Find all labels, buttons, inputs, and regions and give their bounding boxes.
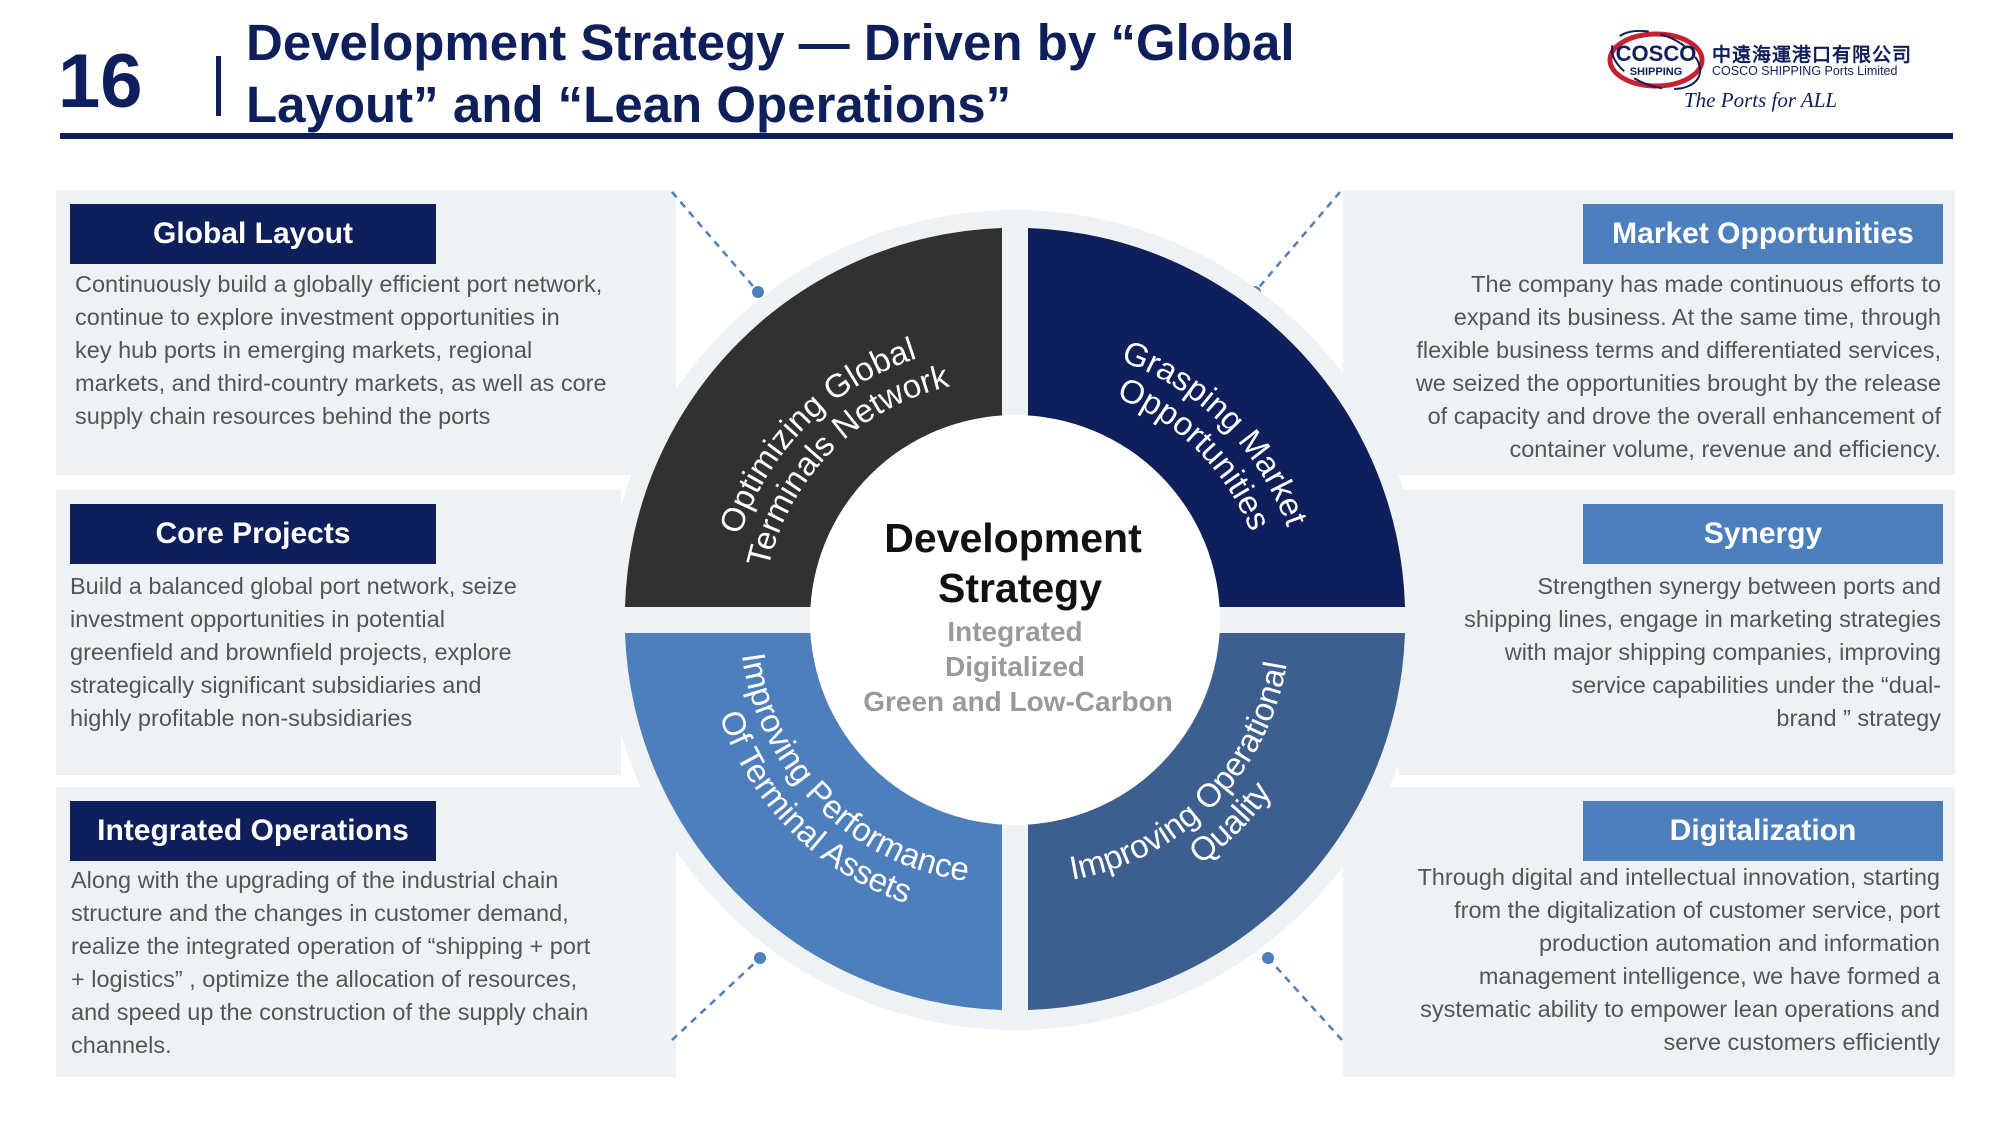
label-synergy: Synergy — [1583, 504, 1943, 564]
label-digitalization: Digitalization — [1583, 801, 1943, 861]
desc-line: service capabilities under the “dual- — [1571, 672, 1941, 698]
center-title-line-2: Strategy — [938, 565, 1102, 611]
logo-brand-bottom: SHIPPING — [1630, 66, 1683, 78]
panel-core-projects: Core Projects Build a balanced global po… — [56, 490, 621, 775]
company-logo: COSCO SHIPPING — [1600, 26, 1940, 126]
desc-line: we seized the opportunities brought by t… — [1415, 370, 1941, 396]
desc-line: flexible business terms and differentiat… — [1416, 337, 1941, 363]
title-line-1: Development Strategy — Driven by “Global — [246, 14, 1295, 71]
logo-tagline: The Ports for ALL — [1684, 88, 1838, 112]
desc-line: serve customers efficiently — [1663, 1029, 1940, 1055]
center-title-line-1: Development — [884, 515, 1142, 561]
desc-line: brand ” strategy — [1776, 705, 1941, 731]
desc-market-opportunities: The company has made continuous efforts … — [1343, 268, 1941, 466]
label-core-projects: Core Projects — [70, 504, 436, 564]
desc-line: continue to explore investment opportuni… — [75, 304, 560, 330]
desc-line: key hub ports in emerging markets, regio… — [75, 337, 533, 363]
desc-synergy: Strengthen synergy between ports and shi… — [1398, 570, 1941, 735]
center-sub-integrated: Integrated — [947, 616, 1082, 647]
desc-line: with major shipping companies, improving — [1504, 639, 1941, 665]
desc-line: supply chain resources behind the ports — [75, 403, 491, 429]
desc-digitalization: Through digital and intellectual innovat… — [1343, 861, 1940, 1059]
label-market-opportunities: Market Opportunities — [1583, 204, 1943, 264]
desc-line: greenfield and brownfield projects, expl… — [70, 639, 512, 665]
center-disc — [810, 415, 1220, 825]
center-sub-green-low-carbon: Green and Low-Carbon — [863, 686, 1173, 717]
desc-line: container volume, revenue and efficiency… — [1509, 436, 1941, 462]
desc-line: Through digital and intellectual innovat… — [1417, 864, 1940, 890]
title-separator — [216, 56, 221, 116]
label-integrated-operations: Integrated Operations — [70, 801, 436, 861]
panel-synergy: Synergy Strengthen synergy between ports… — [1398, 490, 1955, 775]
panel-market-opportunities: Market Opportunities The company has mad… — [1343, 190, 1955, 475]
cosco-emblem-icon: COSCO SHIPPING — [1607, 30, 1705, 91]
desc-core-projects: Build a balanced global port network, se… — [70, 570, 615, 735]
desc-line: systematic ability to empower lean opera… — [1420, 996, 1940, 1022]
desc-line: investment opportunities in potential — [70, 606, 445, 632]
logo-english-name: COSCO SHIPPING Ports Limited — [1712, 64, 1898, 78]
desc-line: structure and the changes in customer de… — [71, 900, 569, 926]
desc-line: from the digitalization of customer serv… — [1454, 897, 1940, 923]
desc-line: channels. — [71, 1032, 172, 1058]
desc-line: The company has made continuous efforts … — [1471, 271, 1941, 297]
strategy-wheel: Optimizing Global Terminals Network Gras… — [610, 210, 1425, 1030]
desc-line: shipping lines, engage in marketing stra… — [1464, 606, 1941, 632]
desc-line: realize the integrated operation of “shi… — [71, 933, 591, 959]
desc-line: highly profitable non-subsidiaries — [70, 705, 413, 731]
desc-line: Along with the upgrading of the industri… — [71, 867, 559, 893]
desc-line: management intelligence, we have formed … — [1478, 963, 1940, 989]
desc-line: + logistics” , optimize the allocation o… — [71, 966, 578, 992]
panel-integrated-operations: Integrated Operations Along with the upg… — [56, 787, 676, 1077]
title-line-2: Layout” and “Lean Operations” — [246, 76, 1012, 134]
desc-line: Build a balanced global port network, se… — [70, 573, 517, 599]
logo-chinese-name: 中遠海運港口有限公司 — [1712, 44, 1913, 66]
desc-line: Strengthen synergy between ports and — [1537, 573, 1941, 599]
desc-line: of capacity and drove the overall enhanc… — [1427, 403, 1941, 429]
desc-line: Continuously build a globally efficient … — [75, 271, 603, 297]
page-title: Development Strategy — Driven by “Global… — [246, 12, 1526, 136]
desc-line: markets, and third-country markets, as w… — [75, 370, 607, 396]
desc-line: production automation and information — [1538, 930, 1940, 956]
panel-digitalization: Digitalization Through digital and intel… — [1343, 787, 1955, 1077]
panel-global-layout: Global Layout Continuously build a globa… — [56, 190, 676, 475]
label-global-layout: Global Layout — [70, 204, 436, 264]
logo-brand-top: COSCO — [1616, 41, 1697, 66]
page-number: 16 — [58, 39, 143, 124]
desc-global-layout: Continuously build a globally efficient … — [75, 268, 675, 433]
desc-line: and speed up the construction of the sup… — [71, 999, 589, 1025]
desc-line: strategically significant subsidiaries a… — [70, 672, 482, 698]
center-sub-digitalized: Digitalized — [945, 651, 1085, 682]
desc-integrated-operations: Along with the upgrading of the industri… — [71, 864, 671, 1062]
header-rule — [60, 133, 1953, 139]
desc-line: expand its business. At the same time, t… — [1453, 304, 1941, 330]
